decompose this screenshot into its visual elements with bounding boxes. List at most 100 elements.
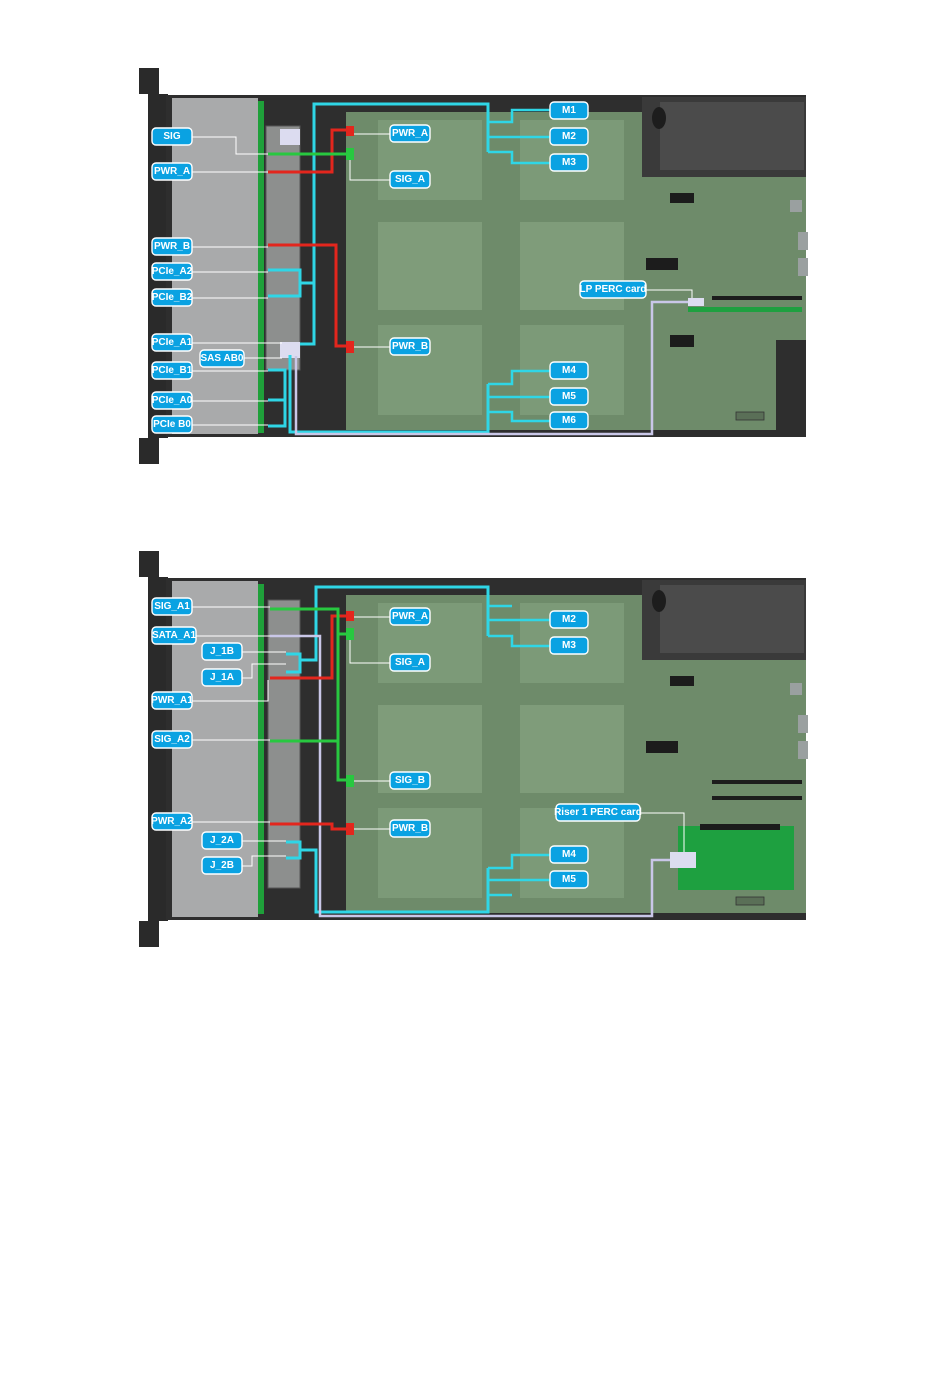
svg-text:PWR_B: PWR_B [154, 241, 190, 252]
label-pwr-b-board: PWR_B [390, 820, 430, 837]
svg-text:M3: M3 [562, 157, 576, 168]
svg-text:SIG_A1: SIG_A1 [154, 601, 190, 612]
label-sig-a-board: SIG_A [390, 171, 430, 188]
svg-text:M3: M3 [562, 640, 576, 651]
label-pcie-b2: PCIe_B2 [152, 289, 193, 306]
svg-text:PWR_A1: PWR_A1 [151, 695, 193, 706]
svg-text:SATA_A1: SATA_A1 [152, 630, 197, 641]
lp-perc-card [688, 307, 802, 312]
svg-text:PWR_A: PWR_A [392, 128, 428, 139]
label-pcie-a1: PCIe_A1 [152, 334, 193, 351]
riser-slot-1 [712, 296, 802, 300]
label-m1: M1 [550, 102, 588, 119]
riser-bracket [700, 824, 780, 830]
sig-a-connector [346, 628, 354, 640]
sas-connector-block [280, 129, 300, 145]
svg-text:M5: M5 [562, 391, 576, 402]
svg-text:LP PERC card: LP PERC card [579, 284, 646, 295]
label-pwr-a2: PWR_A2 [151, 813, 193, 830]
svg-text:SIG_B: SIG_B [395, 775, 425, 786]
board-small-module [736, 412, 764, 420]
board-small-module [736, 897, 764, 905]
psu-unit [660, 585, 804, 653]
label-pwr-b-board: PWR_B [390, 338, 430, 355]
board-chip-2 [646, 741, 678, 753]
svg-text:PCIe_B2: PCIe_B2 [152, 292, 193, 303]
rear-io-2 [798, 232, 808, 250]
label-j-2a: J_2A [202, 832, 242, 849]
svg-text:SIG: SIG [163, 131, 180, 142]
label-sig-a2: SIG_A2 [152, 731, 192, 748]
label-pwr-a-board: PWR_A [390, 125, 430, 142]
backplane-board [258, 584, 264, 914]
board-chip-2 [646, 258, 678, 270]
rear-chassis-block [776, 340, 806, 435]
label-j-2b: J_2B [202, 857, 242, 874]
label-sas-ab0: SAS AB0 [200, 350, 244, 367]
board-chip-3 [670, 335, 694, 347]
label-sig-b-board: SIG_B [390, 772, 430, 789]
label-pwr-a-left: PWR_A [152, 163, 192, 180]
svg-text:PWR_B: PWR_B [392, 823, 428, 834]
label-m2: M2 [550, 611, 588, 628]
label-pcie-b1: PCIe_B1 [152, 362, 193, 379]
psu-fan [652, 107, 666, 129]
pwr-b-connector [346, 823, 354, 835]
label-pwr-a1: PWR_A1 [151, 692, 193, 709]
sig-a-connector [346, 148, 354, 160]
chassis-ear-bottom-upper [139, 551, 159, 577]
rear-io-3 [798, 741, 808, 759]
rear-io-1 [790, 683, 802, 695]
label-sata-a1: SATA_A1 [152, 627, 197, 644]
svg-text:PCIe_A2: PCIe_A2 [152, 266, 193, 277]
label-m6: M6 [550, 412, 588, 429]
rear-io-1 [790, 200, 802, 212]
diagram-bottom: SIG_A1 SATA_A1 J_1B J_1A PWR_A1 SIG_A2 P… [139, 551, 808, 947]
label-sig-a-board: SIG_A [390, 654, 430, 671]
chassis-ear-top-lower [139, 438, 159, 464]
svg-text:PWR_A: PWR_A [154, 166, 190, 177]
psu-fan [652, 590, 666, 612]
svg-text:PCIe_A0: PCIe_A0 [152, 395, 193, 406]
svg-text:Riser 1 PERC card: Riser 1 PERC card [554, 807, 642, 818]
riser-slot-2 [712, 796, 802, 800]
label-lp-perc: LP PERC card [579, 281, 646, 298]
svg-text:M2: M2 [562, 614, 576, 625]
svg-text:PWR_A: PWR_A [392, 611, 428, 622]
svg-text:M4: M4 [562, 365, 576, 376]
label-riser-perc: Riser 1 PERC card [554, 804, 642, 821]
label-j-1a: J_1A [202, 669, 242, 686]
svg-text:M2: M2 [562, 131, 576, 142]
label-m3: M3 [550, 637, 588, 654]
label-m4: M4 [550, 846, 588, 863]
label-m5: M5 [550, 871, 588, 888]
label-m4: M4 [550, 362, 588, 379]
label-pwr-a-board: PWR_A [390, 608, 430, 625]
rear-io-2 [798, 715, 808, 733]
svg-text:PWR_A2: PWR_A2 [151, 816, 193, 827]
svg-text:SIG_A: SIG_A [395, 174, 425, 185]
chassis-ear-top-upper [139, 68, 159, 94]
label-pcie-b0: PCIe B0 [152, 416, 192, 433]
chassis-ear-bottom-lower [139, 921, 159, 947]
cpu-area-1 [378, 222, 482, 310]
label-m3: M3 [550, 154, 588, 171]
svg-text:J_1A: J_1A [210, 672, 234, 683]
perc-connector [670, 852, 696, 868]
svg-text:J_2A: J_2A [210, 835, 234, 846]
cpu-area-2 [520, 705, 624, 793]
pwr-a-connector [346, 611, 354, 621]
label-j-1b: J_1B [202, 643, 242, 660]
svg-text:M6: M6 [562, 415, 576, 426]
backplane-board [258, 101, 264, 433]
diagram-top: SIG PWR_A PWR_B PCIe_A2 PCIe_B2 PCIe_A1 … [139, 68, 808, 464]
svg-text:J_1B: J_1B [210, 646, 234, 657]
svg-text:SAS AB0: SAS AB0 [201, 353, 244, 364]
svg-text:PCIe_A1: PCIe_A1 [152, 337, 193, 348]
svg-text:PCIe B0: PCIe B0 [153, 419, 191, 430]
board-chip-1 [670, 676, 694, 686]
svg-text:M4: M4 [562, 849, 576, 860]
label-m5: M5 [550, 388, 588, 405]
label-m2: M2 [550, 128, 588, 145]
rear-io-3 [798, 258, 808, 276]
